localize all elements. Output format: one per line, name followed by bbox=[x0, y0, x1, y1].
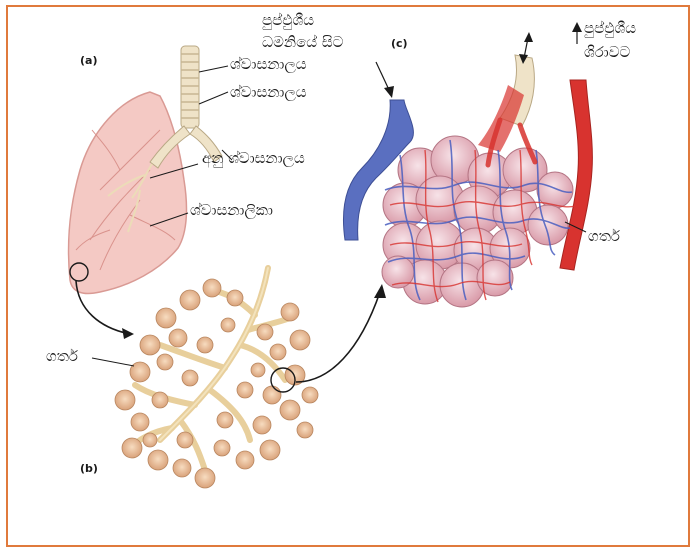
label-alveoli-c: ගර්ත bbox=[588, 228, 620, 245]
label-trachea: ශ්වාසනාලය bbox=[230, 56, 307, 73]
label-artery-line1: පුප්ඵුශීය bbox=[262, 12, 314, 29]
label-artery-line2: ධමනියේ සිට bbox=[262, 34, 343, 51]
alveolar-sac-illustration bbox=[344, 55, 593, 307]
panel-label-c: (c) bbox=[391, 37, 408, 50]
label-bronchus: අනු ශ්වාසනාලය bbox=[202, 150, 305, 167]
leader-alveoli-b bbox=[92, 358, 134, 366]
label-bronchiole: ශ්වාසනාලිකා bbox=[190, 202, 273, 219]
bronchiole-tree bbox=[115, 268, 318, 488]
label-vein-line1: පුප්ඵුශීය bbox=[584, 20, 636, 37]
label-alveoli-b: ගර්ත bbox=[46, 348, 78, 365]
lung-illustration bbox=[68, 92, 186, 294]
panel-label-b: (b) bbox=[80, 462, 98, 475]
panel-label-a: (a) bbox=[80, 54, 97, 67]
label-trachea-2: ශ්වාසනාලය bbox=[230, 84, 307, 101]
label-vein-line2: ශිරාවට bbox=[584, 44, 630, 61]
